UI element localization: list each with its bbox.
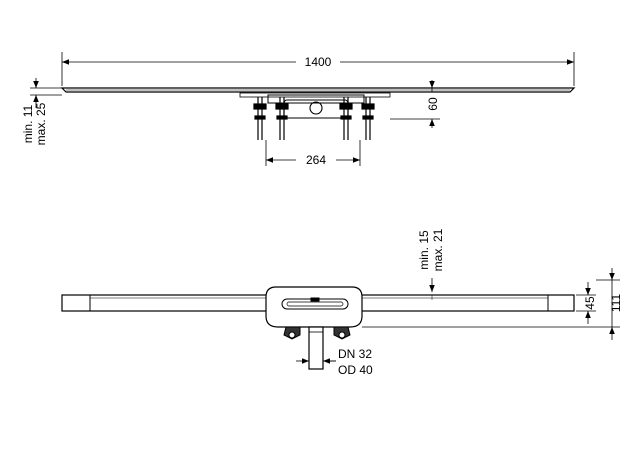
side-view (61, 268, 620, 370)
side-drain-box (265, 286, 363, 328)
label-adjust-max: max. 25 (34, 102, 48, 145)
label-total-height: 111 (609, 294, 623, 313)
dim-body-height-lines (576, 282, 596, 324)
top-leg-left-outer (253, 97, 267, 140)
dim-total-height-lines (362, 268, 620, 340)
label-leg-spacing: 264 (306, 153, 326, 167)
label-height: 60 (426, 97, 440, 111)
top-channel-body (60, 87, 576, 93)
label-length: 1400 (305, 55, 332, 69)
top-leg-left-inner (275, 97, 289, 140)
dim-leg-spacing-lines (265, 140, 361, 166)
label-outlet-od: OD 40 (338, 363, 373, 377)
side-foot-left (283, 326, 301, 340)
dim-adjust-lines (30, 78, 62, 108)
dim-length-lines (61, 52, 575, 86)
side-outlet-pipe (308, 326, 324, 370)
label-cover-min: min. 15 (417, 230, 431, 270)
label-cover-max: max. 21 (431, 228, 445, 271)
dim-height-lines (390, 80, 440, 128)
dim-outlet-lines (296, 350, 336, 368)
side-foot-right (333, 326, 351, 340)
top-view (30, 52, 576, 166)
label-adjust-min: min. 11 (21, 104, 35, 143)
top-leg-right-inner (339, 97, 353, 140)
label-outlet-dn: DN 32 (338, 347, 372, 361)
top-leg-right-outer (361, 97, 375, 140)
label-body-height: 45 (583, 296, 597, 310)
